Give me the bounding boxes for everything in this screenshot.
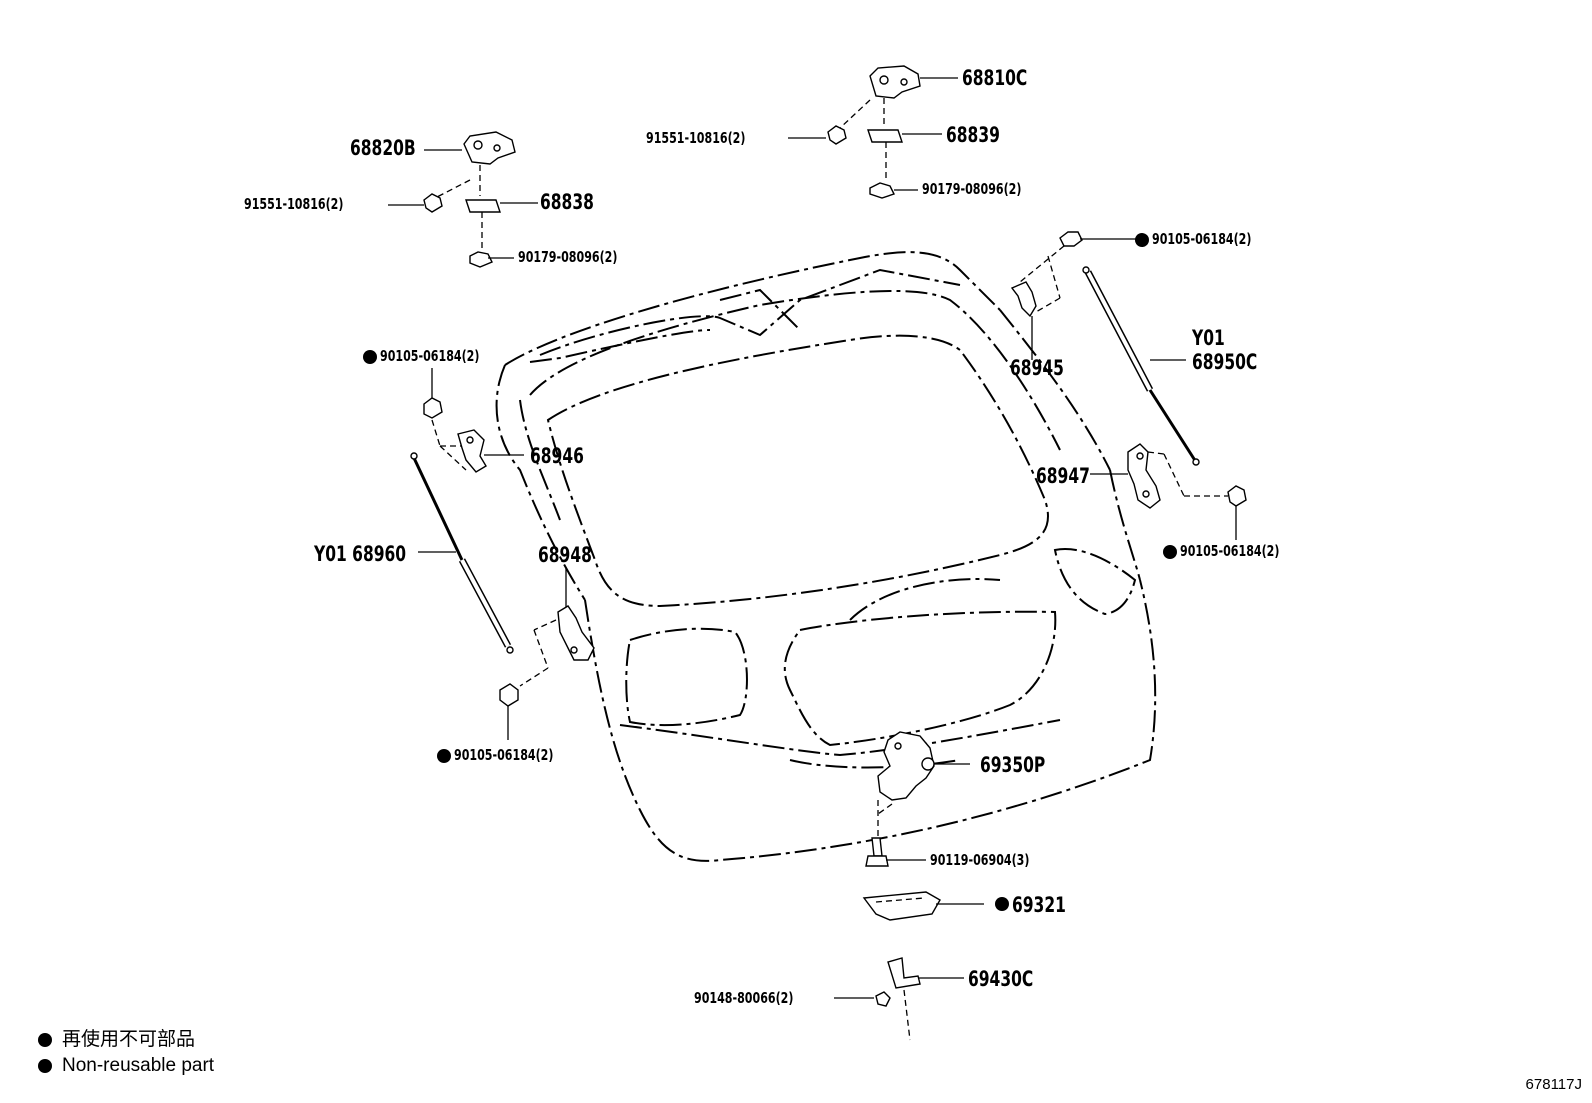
legend-english: Non-reusable part <box>38 1056 214 1075</box>
dot-90105-left-upper <box>363 350 377 364</box>
hinge-68810C-group <box>788 65 958 199</box>
label-68960: Y01 68960 <box>314 542 407 566</box>
bracket-68948-group <box>499 568 595 740</box>
label-90179-right: 90179-08096(2) <box>922 180 1022 198</box>
label-90179-left: 90179-08096(2) <box>518 248 618 266</box>
non-reusable-markers <box>363 233 1177 911</box>
drawing-code: 678117J <box>1525 1076 1582 1093</box>
label-69430C: 69430C <box>968 967 1034 991</box>
label-68950C: 68950C <box>1192 350 1258 374</box>
label-68810C: 68810C <box>962 66 1028 90</box>
label-91551-right: 91551-10816(2) <box>646 129 746 147</box>
bracket-68946-group <box>423 368 524 473</box>
dot-90105-right-mid <box>1163 545 1177 559</box>
cover-69321 <box>862 891 984 921</box>
legend-text-en: Non-reusable part <box>62 1055 215 1076</box>
hinge-68820B-group <box>388 131 538 268</box>
label-68948: 68948 <box>538 543 592 567</box>
dot-90105-top-right <box>1135 233 1149 247</box>
bracket-68945-group <box>1010 231 1136 360</box>
dot-69321 <box>995 897 1009 911</box>
label-90148: 90148-80066(2) <box>694 989 794 1007</box>
label-90119: 90119-06904(3) <box>930 851 1030 869</box>
label-68950C-y01: Y01 <box>1192 326 1225 350</box>
label-69350P: 69350P <box>980 753 1046 777</box>
bracket-68947-group <box>1090 443 1247 540</box>
legend-dot-icon <box>38 1032 52 1047</box>
legend-text-ja: 再使用不可部品 <box>62 1029 196 1050</box>
label-91551-left: 91551-10816(2) <box>244 195 344 213</box>
label-90105-left-upper: 90105-06184(2) <box>380 347 480 365</box>
legend-dot-icon <box>38 1058 52 1073</box>
strut-68950C <box>1082 266 1200 466</box>
label-68838: 68838 <box>540 190 594 214</box>
label-68945: 68945 <box>1010 356 1064 380</box>
label-90105-right-mid: 90105-06184(2) <box>1180 542 1280 560</box>
strut-68960 <box>410 452 514 654</box>
dot-90105-left-lower <box>437 749 451 763</box>
label-68947: 68947 <box>1036 464 1090 488</box>
legend-japanese: 再使用不可部品 <box>38 1030 195 1049</box>
striker-69430C-group <box>834 957 964 1041</box>
label-68839: 68839 <box>946 123 1000 147</box>
lock-69350P-group <box>865 731 970 867</box>
label-68946: 68946 <box>530 444 584 468</box>
label-90105-top-right: 90105-06184(2) <box>1152 230 1252 248</box>
label-68820B: 68820B <box>350 136 416 160</box>
back-door-outline <box>495 251 1157 862</box>
label-69321: 69321 <box>1012 893 1066 917</box>
label-90105-left-lower: 90105-06184(2) <box>454 746 554 764</box>
